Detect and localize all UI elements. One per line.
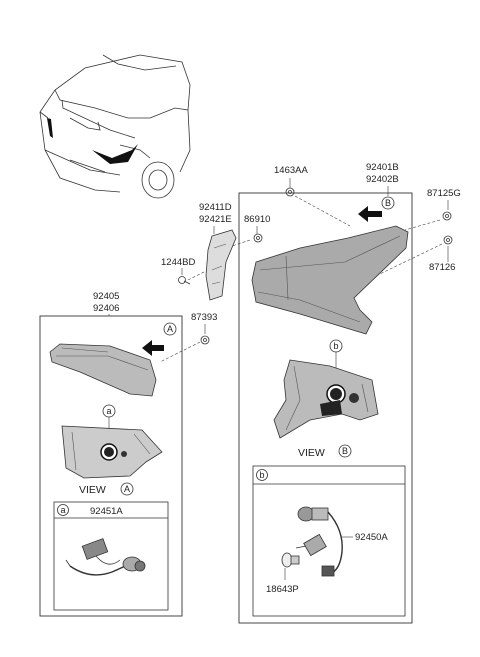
part-label-86910: 86910	[244, 214, 270, 225]
part-label-92450A: 92450A	[355, 532, 388, 543]
leader-lines	[108, 178, 449, 334]
bracket-detail	[211, 243, 227, 285]
inner-lamp-92405	[49, 343, 157, 397]
part-label-92401B: 92401B	[366, 162, 399, 173]
highlighted-inner-lamp	[47, 118, 53, 138]
subbox-b-marker-letter: b	[259, 470, 264, 480]
direction-arrow-icon-b	[358, 206, 382, 222]
rear-view-b-detail	[285, 365, 369, 431]
inner-lamp-detail	[56, 347, 149, 371]
view-marker-a	[163, 322, 177, 336]
subbox-a	[53, 501, 169, 611]
bracket-92411D	[205, 229, 237, 301]
outer-lamp-detail	[257, 235, 401, 323]
socket-a	[104, 447, 114, 457]
direction-arrow-icon	[142, 340, 164, 356]
part-label-1244BD: 1244BD	[161, 257, 195, 268]
outer-lamp-rear-view	[273, 359, 379, 439]
part-label-92411D: 92411D	[199, 202, 232, 213]
part-label-92402B: 92402B	[366, 174, 399, 185]
socket-wire-92451A	[65, 538, 146, 576]
view-marker-b	[381, 196, 395, 210]
nut-87126	[443, 235, 453, 245]
part-label-92421E: 92421E	[199, 214, 232, 225]
clip-87393	[200, 335, 210, 345]
nut-87125G	[442, 211, 452, 221]
outer-lamp-92401B	[251, 225, 409, 335]
socket-b	[330, 388, 342, 400]
part-label-87126: 87126	[429, 262, 455, 273]
part-label-92451A: 92451A	[90, 506, 123, 517]
vehicle-illustration	[39, 54, 191, 199]
rear-view-detail	[71, 431, 151, 471]
part-label-18643P: 18643P	[266, 584, 299, 595]
view-a-label: VIEW	[79, 484, 106, 496]
part-label-92406: 92406	[93, 303, 119, 314]
detail-marker-b-letter: b	[333, 341, 338, 351]
nut-1463AA	[285, 187, 295, 197]
part-label-87393: 87393	[191, 312, 217, 323]
socket-small-a	[121, 451, 127, 457]
screw-1244BD	[178, 276, 191, 285]
socket-wire-92450A	[295, 506, 343, 577]
connector-b	[320, 400, 342, 416]
detail-marker-a-letter: a	[106, 406, 111, 416]
view-a-circle	[120, 482, 134, 496]
view-b-circle	[338, 444, 352, 458]
inner-lamp-box	[39, 315, 183, 617]
subbox-b-marker	[256, 469, 268, 481]
subbox-a-marker-letter: a	[60, 505, 65, 515]
view-marker-b-letter: B	[385, 198, 391, 208]
part-label-87125G: 87125G	[427, 188, 461, 199]
socket-small-b	[349, 393, 359, 403]
part-label-92405: 92405	[93, 291, 119, 302]
outer-lamp-box	[238, 192, 413, 624]
view-b-letter: B	[342, 446, 348, 456]
bulb-18643P	[281, 552, 300, 568]
highlighted-tail-lamp	[92, 144, 138, 164]
subbox-b	[252, 465, 406, 617]
view-b-label: VIEW	[298, 447, 325, 459]
subbox-a-marker	[57, 504, 69, 516]
part-label-1463AA: 1463AA	[274, 165, 308, 176]
nut-86910	[253, 233, 263, 243]
view-marker-a-letter: A	[167, 324, 173, 334]
view-a-letter: A	[124, 484, 130, 494]
